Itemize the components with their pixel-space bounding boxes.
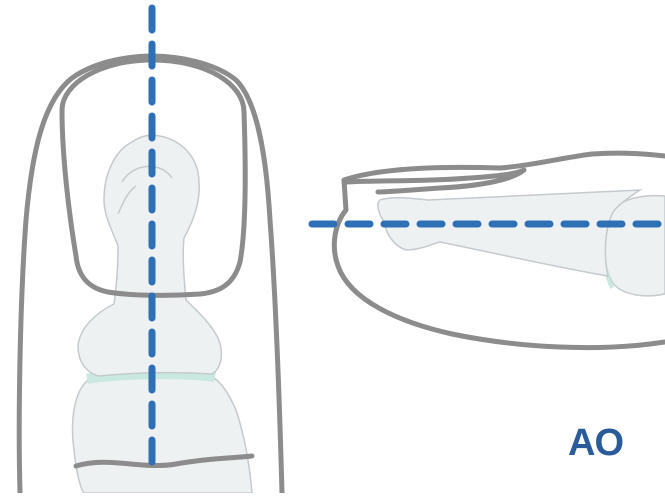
- distal-tuft-detail-2: [117, 185, 137, 215]
- dorsal-view-finger: [16, 4, 285, 496]
- distal-tuft-detail: [121, 165, 173, 183]
- ao-logo: AO: [568, 422, 624, 464]
- lateral-finger-outline: [331, 150, 665, 351]
- dorsal-phalanges: [71, 134, 253, 494]
- lateral-view-finger: [308, 150, 665, 351]
- distal-phalanx: [77, 134, 223, 377]
- middle-phalanx: [71, 372, 253, 494]
- lateral-distal-phalanx: [377, 189, 643, 277]
- skin-crease: [73, 453, 255, 469]
- lateral-fingernail: [343, 167, 527, 195]
